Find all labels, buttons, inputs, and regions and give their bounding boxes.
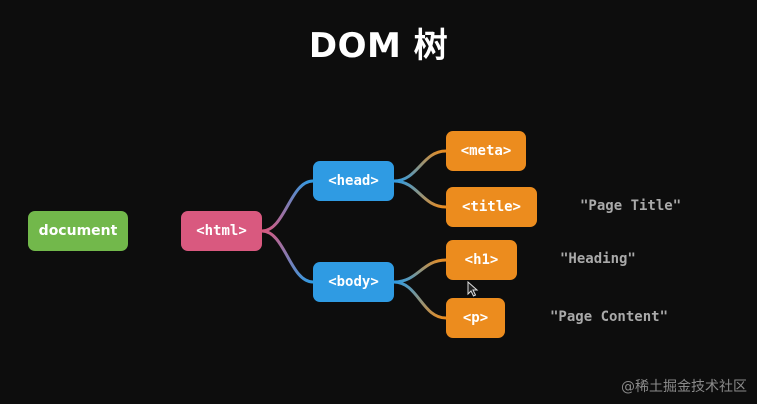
node-html: <html>	[181, 211, 262, 251]
edge-head-title	[393, 179, 447, 209]
watermark-text: @稀土掘金技术社区	[621, 379, 747, 395]
text-node-heading: "Heading"	[560, 251, 636, 267]
edge-html-head	[261, 179, 314, 233]
node-meta: <meta>	[446, 131, 526, 171]
edge-head-meta	[393, 149, 447, 183]
arrow-cursor-icon	[467, 280, 479, 301]
edge-body-p	[393, 280, 447, 320]
node-body: <body>	[313, 262, 394, 302]
edge-html-body	[261, 229, 314, 284]
node-head: <head>	[313, 161, 394, 201]
node-h1: <h1>	[446, 240, 517, 280]
node-p: <p>	[446, 298, 505, 338]
text-node-page-title: "Page Title"	[580, 198, 682, 214]
node-document: document	[28, 211, 128, 251]
edge-body-h1	[393, 258, 447, 284]
text-node-page-content: "Page Content"	[550, 309, 669, 325]
diagram-title: DOM 树	[308, 26, 449, 66]
node-title: <title>	[446, 187, 537, 227]
